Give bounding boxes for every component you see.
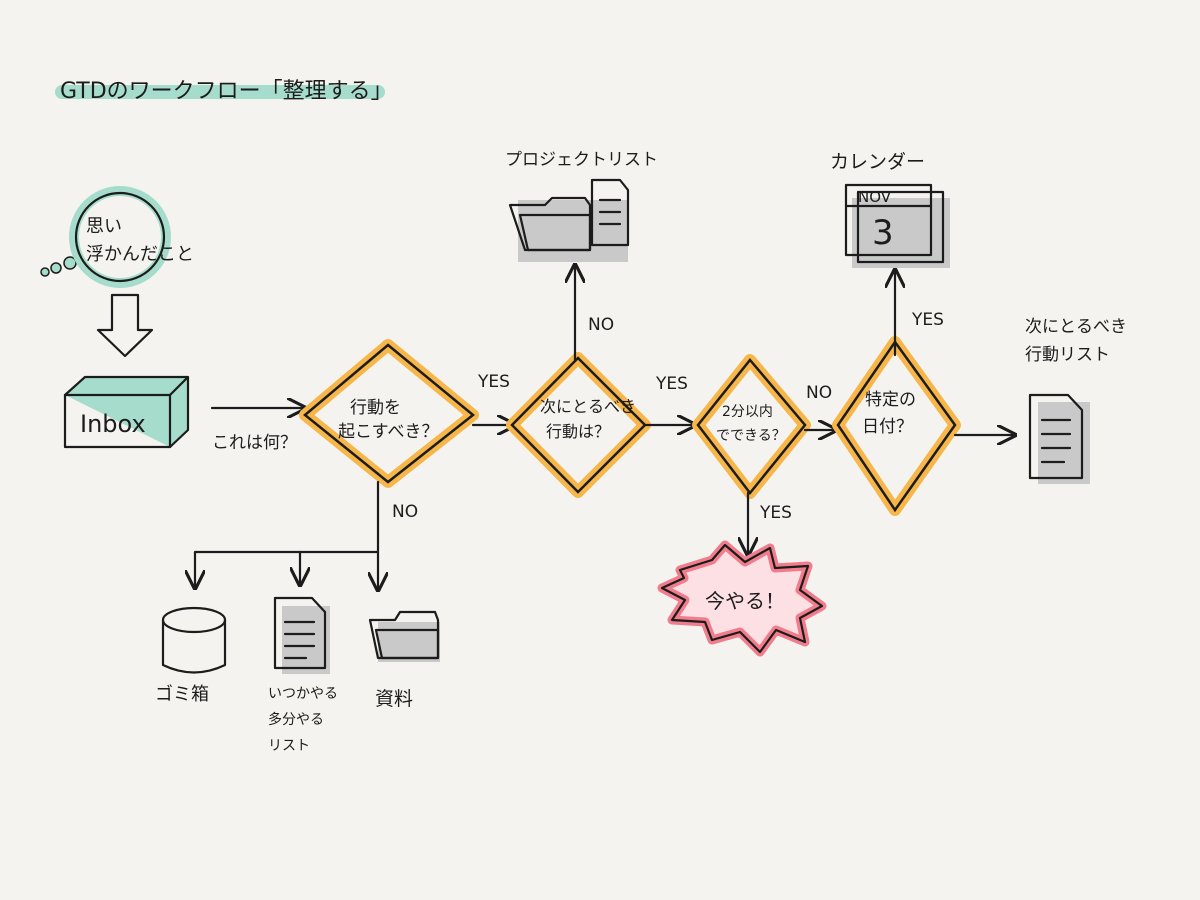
- next-action-document-icon: [1028, 393, 1090, 484]
- someday-document-icon: [273, 596, 330, 674]
- arrow-to-trash: [195, 550, 380, 588]
- next-action-list-label-1: 次にとるべき: [1025, 317, 1127, 337]
- decision-next-action: 次にとるべき 行動は？: [506, 352, 651, 498]
- title-highlight: [55, 85, 385, 99]
- reference-folder-icon: [368, 610, 440, 662]
- next-action-text-2: 行動は？: [546, 422, 610, 441]
- no-label-1: NO: [588, 315, 614, 335]
- next-action-text-1: 次にとるべき: [540, 397, 636, 416]
- someday-label-1: いつかやる: [268, 686, 338, 702]
- someday-label-2: 多分やる: [268, 711, 324, 728]
- project-list-label: プロジェクトリスト: [505, 150, 658, 170]
- inbox-label: Inbox: [80, 410, 146, 438]
- decision-actionable: 行動を 起こすべき？: [299, 339, 479, 488]
- someday-label-3: リスト: [268, 738, 310, 754]
- thought-text-1: 思い: [86, 216, 122, 237]
- date-text-1: 特定の: [865, 390, 916, 410]
- yes-label-1: YES: [477, 372, 510, 392]
- actionable-text-2: 起こすべき？: [338, 422, 438, 442]
- calendar-day: 3: [872, 213, 894, 253]
- project-folder-icon: [508, 178, 630, 262]
- down-arrow-icon: [96, 293, 154, 358]
- date-text-2: 日付？: [862, 417, 913, 437]
- page-title: GTDのワークフロー「整理する」: [60, 79, 393, 104]
- next-action-list-label-2: 行動リスト: [1025, 345, 1110, 365]
- decision-two-minutes: 2分以内 でできる？: [692, 354, 811, 499]
- thought-bubble: 思い 浮かんだこと: [40, 186, 194, 288]
- yes-label-4: YES: [911, 310, 944, 330]
- do-now-label: 今やる！: [705, 589, 785, 613]
- no-label-3: NO: [392, 502, 418, 522]
- yes-label-2: YES: [655, 374, 688, 394]
- calendar-icon: NOV 3: [844, 183, 950, 268]
- trash-icon: [161, 606, 227, 674]
- thought-text-2: 浮かんだこと: [86, 244, 194, 265]
- calendar-label: カレンダー: [830, 151, 925, 173]
- actionable-text-1: 行動を: [350, 398, 401, 418]
- trash-label: ゴミ箱: [155, 684, 209, 705]
- reference-label: 資料: [375, 688, 413, 710]
- no-label-2: NO: [806, 383, 832, 403]
- what-is-it-label: これは何？: [212, 433, 297, 453]
- inbox-box: Inbox: [63, 375, 190, 449]
- two-minutes-text-2: でできる？: [716, 428, 786, 444]
- calendar-month: NOV: [858, 188, 892, 206]
- yes-label-3: YES: [759, 503, 792, 523]
- do-now-burst: 今やる！: [657, 540, 827, 657]
- decision-specific-date: 特定の 日付？: [832, 336, 961, 516]
- two-minutes-text-1: 2分以内: [722, 404, 773, 420]
